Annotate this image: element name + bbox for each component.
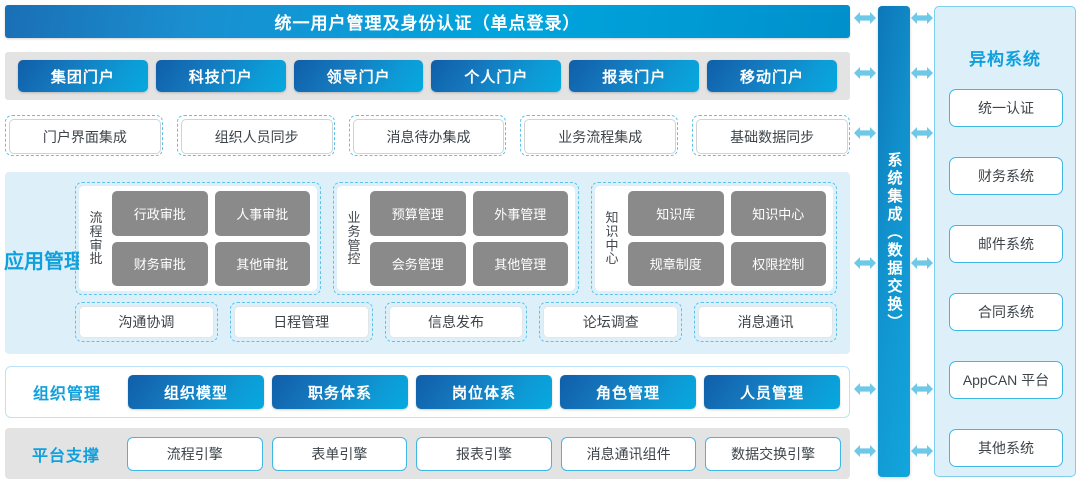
organization-management-row: 组织管理 组织模型 职务体系 岗位体系 角色管理 人员管理 bbox=[5, 366, 850, 418]
organization-item[interactable]: 职务体系 bbox=[272, 375, 408, 409]
app-bottom-item[interactable]: 论坛调查 bbox=[539, 302, 683, 342]
platform-support-item[interactable]: 表单引擎 bbox=[271, 436, 408, 471]
organization-item[interactable]: 组织模型 bbox=[128, 375, 264, 409]
heterogeneous-systems-list: 统一认证 财务系统 邮件系统 合同系统 AppCAN 平台 其他系统 bbox=[949, 89, 1063, 467]
double-arrow-icon bbox=[911, 125, 933, 141]
system-integration-bar: 系统集成（数据交换） bbox=[878, 6, 910, 477]
portal-item[interactable]: 个人门户 bbox=[431, 60, 562, 92]
app-bottom-item-label: 消息通讯 bbox=[698, 306, 833, 338]
double-arrow-icon bbox=[854, 10, 876, 26]
app-group: 业务管控 预算管理 外事管理 会务管理 其他管理 bbox=[333, 182, 579, 295]
app-group-cell[interactable]: 行政审批 bbox=[112, 191, 208, 236]
hetero-system-item[interactable]: 合同系统 bbox=[949, 293, 1063, 331]
app-group-cell[interactable]: 外事管理 bbox=[472, 191, 568, 236]
integration-item[interactable]: 基础数据同步 bbox=[692, 115, 850, 156]
integration-item[interactable]: 业务流程集成 bbox=[520, 115, 679, 156]
app-group-cell[interactable]: 人事审批 bbox=[214, 191, 310, 236]
integration-item-label: 组织人员同步 bbox=[180, 119, 333, 154]
integration-item[interactable]: 消息待办集成 bbox=[348, 115, 507, 156]
app-group-cell[interactable]: 权限控制 bbox=[730, 241, 826, 286]
double-arrow-icon bbox=[854, 443, 876, 459]
app-group: 知识中心 知识库 知识中心 规章制度 权限控制 bbox=[591, 182, 837, 295]
hetero-system-item[interactable]: 财务系统 bbox=[949, 157, 1063, 195]
integration-item-label: 消息待办集成 bbox=[352, 119, 505, 154]
app-group-cell[interactable]: 规章制度 bbox=[628, 241, 724, 286]
app-bottom-item-label: 论坛调查 bbox=[543, 306, 679, 338]
platform-support-item[interactable]: 数据交换引擎 bbox=[705, 436, 841, 471]
app-bottom-item-label: 信息发布 bbox=[388, 306, 524, 338]
organization-item[interactable]: 岗位体系 bbox=[416, 375, 552, 409]
app-group: 流程审批 行政审批 人事审批 财务审批 其他审批 bbox=[75, 182, 321, 295]
double-arrow-icon bbox=[911, 381, 933, 397]
heterogeneous-systems-title: 异构系统 bbox=[969, 50, 1041, 69]
app-group-cell[interactable]: 知识库 bbox=[628, 191, 724, 236]
organization-items: 组织模型 职务体系 岗位体系 角色管理 人员管理 bbox=[128, 375, 849, 409]
double-arrow-icon bbox=[854, 125, 876, 141]
hetero-system-item[interactable]: AppCAN 平台 bbox=[949, 361, 1063, 399]
double-arrow-icon bbox=[911, 443, 933, 459]
app-bottom-item[interactable]: 沟通协调 bbox=[75, 302, 218, 342]
integration-item-label: 业务流程集成 bbox=[524, 119, 677, 154]
app-bottom-item[interactable]: 信息发布 bbox=[384, 302, 528, 342]
heterogeneous-systems-panel: 异构系统 统一认证 财务系统 邮件系统 合同系统 AppCAN 平台 其他系统 bbox=[934, 6, 1076, 477]
app-group-title: 流程审批 bbox=[89, 209, 103, 267]
integration-item-label: 门户界面集成 bbox=[9, 119, 161, 154]
integration-item[interactable]: 门户界面集成 bbox=[5, 115, 163, 156]
app-bottom-item-label: 日程管理 bbox=[233, 306, 369, 338]
portal-item[interactable]: 科技门户 bbox=[155, 60, 286, 92]
organization-item[interactable]: 人员管理 bbox=[704, 375, 840, 409]
double-arrow-icon bbox=[854, 255, 876, 271]
platform-support-item[interactable]: 报表引擎 bbox=[416, 436, 552, 471]
organization-management-label: 组织管理 bbox=[32, 386, 101, 403]
app-group-title: 业务管控 bbox=[347, 209, 361, 267]
app-group-cell[interactable]: 其他管理 bbox=[472, 241, 568, 286]
unified-user-management-banner: 统一用户管理及身份认证（单点登录） bbox=[5, 5, 850, 38]
integration-item-label: 基础数据同步 bbox=[696, 119, 848, 154]
application-group-row: 流程审批 行政审批 人事审批 财务审批 其他审批 业务管控 预算管理 bbox=[75, 182, 837, 295]
app-group-cell[interactable]: 其他审批 bbox=[214, 241, 310, 286]
app-bottom-item[interactable]: 消息通讯 bbox=[694, 302, 837, 342]
double-arrow-icon bbox=[911, 65, 933, 81]
platform-support-label: 平台支撑 bbox=[31, 447, 100, 465]
hetero-system-item[interactable]: 邮件系统 bbox=[949, 225, 1063, 263]
hetero-system-item[interactable]: 其他系统 bbox=[949, 429, 1063, 467]
app-group-title: 知识中心 bbox=[605, 209, 619, 267]
portal-item[interactable]: 报表门户 bbox=[569, 60, 700, 92]
banner-title: 统一用户管理及身份认证（单点登录） bbox=[274, 14, 581, 33]
app-bottom-item[interactable]: 日程管理 bbox=[229, 302, 373, 342]
application-management-label: 应用管理 bbox=[4, 250, 84, 273]
application-bottom-row: 沟通协调 日程管理 信息发布 论坛调查 消息通讯 bbox=[75, 302, 837, 342]
portal-item[interactable]: 集团门户 bbox=[18, 60, 148, 92]
platform-support-item[interactable]: 消息通讯组件 bbox=[560, 436, 697, 471]
portal-layer: 集团门户 科技门户 领导门户 个人门户 报表门户 移动门户 bbox=[5, 52, 850, 100]
integration-capability-row: 门户界面集成 组织人员同步 消息待办集成 业务流程集成 基础数据同步 bbox=[5, 114, 850, 157]
application-management-panel: 应用管理 流程审批 行政审批 人事审批 财务审批 其他审批 bbox=[4, 172, 850, 354]
double-arrow-icon bbox=[854, 65, 876, 81]
app-group-cell[interactable]: 会务管理 bbox=[370, 241, 466, 286]
organization-item[interactable]: 角色管理 bbox=[560, 375, 696, 409]
double-arrow-icon bbox=[911, 10, 933, 26]
platform-support-row: 平台支撑 流程引擎 表单引擎 报表引擎 消息通讯组件 数据交换引擎 bbox=[5, 428, 850, 479]
integration-item[interactable]: 组织人员同步 bbox=[176, 115, 335, 156]
main-architecture-column: 统一用户管理及身份认证（单点登录） 集团门户 科技门户 领导门户 个人门户 报表… bbox=[4, 4, 850, 479]
double-arrow-icon bbox=[911, 255, 933, 271]
portal-item[interactable]: 领导门户 bbox=[293, 60, 424, 92]
hetero-system-item[interactable]: 统一认证 bbox=[949, 89, 1063, 127]
app-group-cell[interactable]: 知识中心 bbox=[730, 191, 826, 236]
app-group-cell[interactable]: 财务审批 bbox=[112, 241, 208, 286]
platform-support-items: 流程引擎 表单引擎 报表引擎 消息通讯组件 数据交换引擎 bbox=[127, 436, 850, 471]
system-integration-label: 系统集成（数据交换） bbox=[885, 151, 903, 332]
double-arrow-icon bbox=[854, 381, 876, 397]
app-group-cell[interactable]: 预算管理 bbox=[370, 191, 466, 236]
app-bottom-item-label: 沟通协调 bbox=[79, 306, 214, 338]
platform-support-item[interactable]: 流程引擎 bbox=[127, 436, 263, 471]
portal-item[interactable]: 移动门户 bbox=[707, 60, 837, 92]
